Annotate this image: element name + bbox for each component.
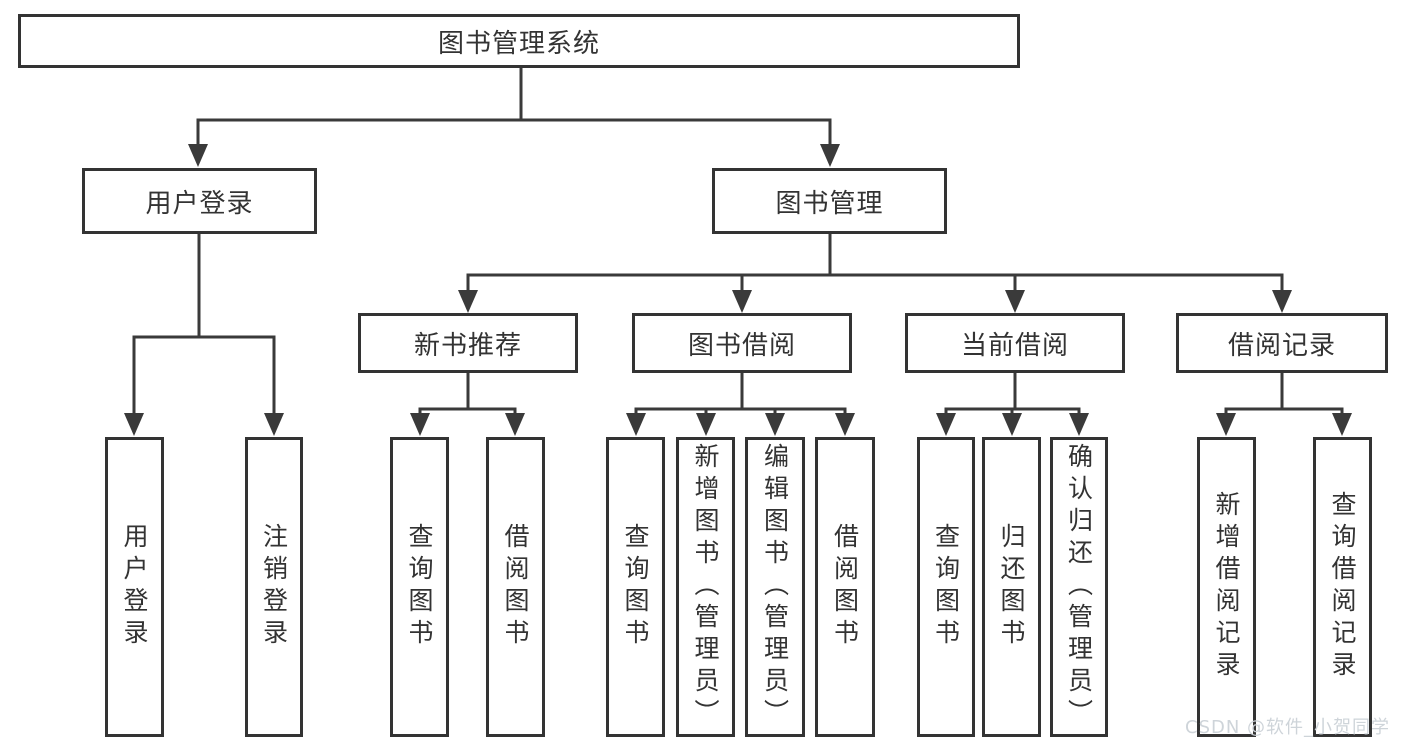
node-label: 新增图书（管理员） — [691, 443, 720, 731]
leaf-query-books: 查询图书 — [606, 437, 665, 737]
node-label: 图书管理系统 — [437, 28, 600, 59]
node-label: 查询图书 — [621, 523, 650, 651]
leaf-return-books: 归还图书 — [982, 437, 1041, 737]
node-label: 图书管理 — [775, 188, 884, 219]
node-library-management-system: 图书管理系统 — [18, 14, 1020, 68]
node-label: 用户登录 — [145, 188, 254, 219]
node-label: 当前借阅 — [960, 330, 1069, 361]
node-current-borrowing: 当前借阅 — [905, 313, 1125, 373]
node-label: 归还图书 — [997, 523, 1026, 651]
node-label: 查询图书 — [405, 523, 434, 651]
node-label: 注销登录 — [259, 523, 289, 651]
node-label: 用户登录 — [120, 523, 149, 651]
node-label: 借阅记录 — [1227, 330, 1336, 361]
leaf-query-borrow-record: 查询借阅记录 — [1313, 437, 1372, 737]
leaf-edit-books-admin: 编辑图书（管理员） — [745, 437, 805, 737]
leaf-query-books: 查询图书 — [390, 437, 449, 737]
node-label: 新增借阅记录 — [1212, 491, 1241, 683]
node-label: 借阅图书 — [830, 523, 860, 651]
leaf-logout: 注销登录 — [245, 437, 303, 737]
node-new-book-recommendation: 新书推荐 — [358, 313, 578, 373]
leaf-query-books: 查询图书 — [917, 437, 975, 737]
node-label: 确认归还（管理员） — [1064, 443, 1094, 731]
leaf-add-borrow-record: 新增借阅记录 — [1197, 437, 1256, 737]
node-label: 查询借阅记录 — [1328, 491, 1357, 683]
node-user-login: 用户登录 — [82, 168, 317, 234]
node-book-management: 图书管理 — [712, 168, 947, 234]
node-label: 图书借阅 — [687, 330, 796, 361]
watermark: CSDN @软件_小贺同学 — [1185, 717, 1391, 738]
node-label: 查询图书 — [931, 523, 961, 651]
node-label: 借阅图书 — [501, 523, 530, 651]
node-borrowing-records: 借阅记录 — [1176, 313, 1388, 373]
leaf-user-login: 用户登录 — [105, 437, 164, 737]
leaf-add-books-admin: 新增图书（管理员） — [676, 437, 735, 737]
leaf-borrow-books: 借阅图书 — [486, 437, 545, 737]
leaf-borrow-books: 借阅图书 — [815, 437, 875, 737]
node-label: 新书推荐 — [413, 330, 522, 361]
node-label: 编辑图书（管理员） — [760, 443, 790, 731]
node-book-borrowing: 图书借阅 — [632, 313, 852, 373]
leaf-confirm-return-admin: 确认归还（管理员） — [1050, 437, 1108, 737]
